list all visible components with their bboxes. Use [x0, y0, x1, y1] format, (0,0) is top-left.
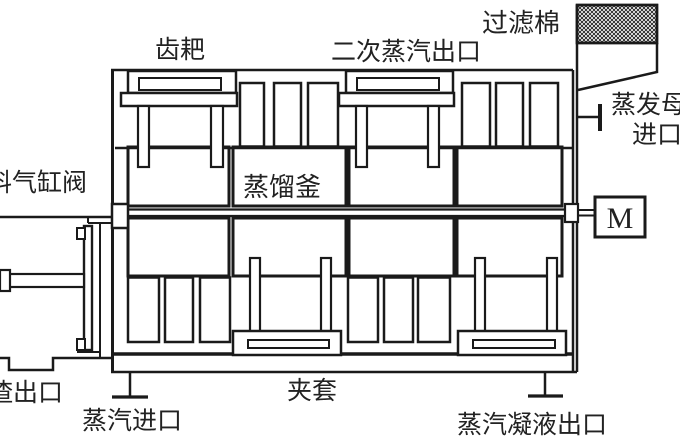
upper-baffle-plates	[238, 81, 560, 148]
steam-inlet-pipe	[112, 373, 148, 399]
mother-liquor-inlet-label-line1: 蒸发母	[611, 91, 680, 119]
filter-cotton-label: 过滤棉	[482, 9, 560, 38]
kettle-compartments	[126, 145, 564, 278]
cylinder-rod	[0, 272, 86, 289]
motor-label: M	[607, 202, 634, 235]
mother-liquor-inlet-pipe	[577, 104, 602, 131]
steam-condensate-outlet-label: 蒸汽凝液出口	[457, 411, 607, 439]
rake-label: 齿耙	[155, 36, 205, 64]
feed-cylinder-valve-label: 料气缸阀	[0, 169, 87, 197]
mother-liquor-inlet-label-line2: 进口	[632, 122, 680, 149]
agitator-shaft	[110, 202, 595, 230]
top-rake-assemblies	[119, 69, 456, 169]
filter-funnel	[577, 43, 659, 92]
shaft-coupling-right	[563, 202, 580, 224]
filter-cotton-assembly	[575, 3, 659, 92]
gate-plate	[82, 224, 94, 352]
jacket-label: 夹套	[287, 377, 337, 405]
filter-cotton-pad	[575, 3, 659, 45]
shaft-bearing-left	[110, 202, 130, 230]
steam-inlet-label: 蒸汽进口	[82, 407, 182, 435]
motor-unit: M	[593, 195, 647, 239]
bottom-rake-assemblies	[231, 256, 568, 357]
feed-cylinder-valve-mechanism	[0, 215, 112, 372]
slag-outlet-label: 渣出口	[0, 379, 63, 407]
motor-box	[593, 195, 647, 239]
slag-outlet-chute	[0, 356, 112, 372]
diagram-labels: 齿耙 二次蒸汽出口 过滤棉 蒸发母 进口 料气缸阀 蒸馏釜 夹套 渣出口 蒸汽进…	[0, 9, 680, 439]
lower-baffle-plates	[126, 276, 452, 344]
distillation-kettle-label: 蒸馏釜	[243, 173, 321, 202]
secondary-steam-outlet-label: 二次蒸汽出口	[331, 38, 481, 66]
steam-condensate-outlet-pipe	[528, 373, 563, 398]
